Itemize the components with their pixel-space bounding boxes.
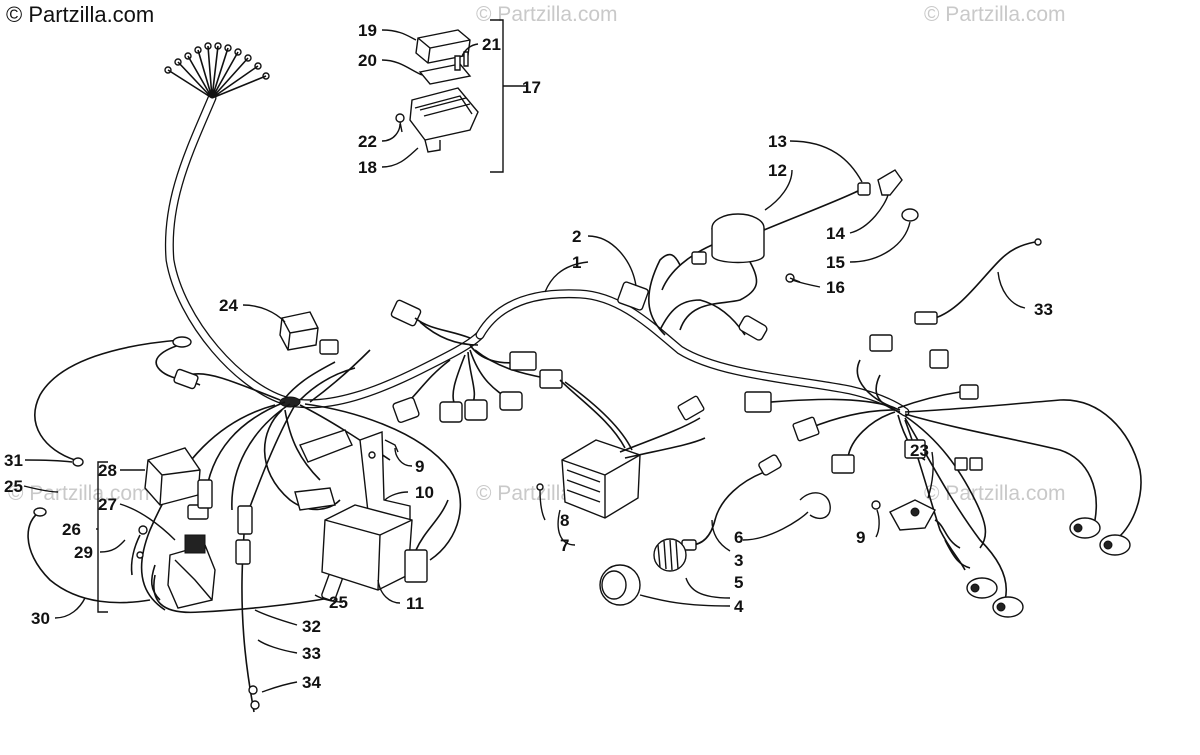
callout-21: 21	[482, 35, 501, 54]
callout-20: 20	[358, 51, 377, 70]
callout-33a: 33	[302, 644, 321, 663]
callout-15: 15	[826, 253, 845, 272]
callout-9b: 9	[856, 528, 865, 547]
watermark-main: © Partzilla.com	[6, 2, 155, 27]
callout-27: 27	[98, 495, 117, 514]
wire-33-right	[914, 238, 1042, 325]
ignition-coil-12	[661, 169, 919, 331]
callout-22: 22	[358, 132, 377, 151]
callout-19: 19	[358, 21, 377, 40]
callout-32: 32	[302, 617, 321, 636]
callout-17: 17	[522, 78, 541, 97]
callout-5: 5	[734, 573, 743, 592]
watermark: © Partzilla.com	[924, 482, 1066, 505]
callout-1: 1	[572, 253, 581, 272]
harness-connectors	[390, 299, 563, 424]
callout-29: 29	[74, 543, 93, 562]
callout-30: 30	[31, 609, 50, 628]
fuse-box-group	[395, 19, 504, 173]
plate-23	[871, 499, 961, 549]
main-wiring-harness	[164, 42, 910, 417]
connector-2	[617, 253, 768, 341]
callout-26: 26	[62, 520, 81, 539]
relay-bracket-group	[97, 447, 216, 613]
callout-33b: 33	[1034, 300, 1053, 319]
callout-28: 28	[98, 461, 117, 480]
callout-9a: 9	[415, 457, 424, 476]
callout-14: 14	[826, 224, 845, 243]
callout-23: 23	[910, 441, 929, 460]
callout-7: 7	[560, 536, 569, 555]
callout-31: 31	[4, 451, 23, 470]
callout-2: 2	[572, 227, 581, 246]
callout-4: 4	[734, 597, 744, 616]
callout-24: 24	[219, 296, 238, 315]
callout-11: 11	[406, 594, 424, 613]
callout-16: 16	[826, 278, 845, 297]
fuse-holder	[294, 429, 353, 511]
control-module-11	[321, 499, 449, 591]
callout-10: 10	[415, 483, 434, 502]
callout-leader-lines	[23, 29, 1026, 693]
right-harness-branches	[744, 334, 1142, 618]
callout-25b: 25	[329, 593, 348, 612]
watermark: © Partzilla.com	[476, 3, 618, 26]
callout-18: 18	[358, 158, 377, 177]
callout-8: 8	[560, 511, 569, 530]
callout-13: 13	[768, 132, 787, 151]
callout-6: 6	[734, 528, 743, 547]
voltage-regulator-7	[536, 379, 706, 519]
callout-labels: 1 2 3 4 5 6 7 8 9 9 10 11 12 13 14 15 16…	[4, 21, 1053, 692]
connector-25	[235, 505, 260, 710]
wire-30	[27, 507, 151, 604]
left-branch-wires	[140, 349, 462, 713]
callout-3: 3	[734, 551, 743, 570]
ground-wire-31	[34, 336, 201, 467]
relay-24	[279, 311, 339, 355]
switch-assembly	[599, 454, 831, 606]
watermark: © Partzilla.com	[8, 482, 150, 505]
callout-25a: 25	[4, 477, 23, 496]
callout-34: 34	[302, 673, 321, 692]
callout-12: 12	[768, 161, 787, 180]
watermark: © Partzilla.com	[924, 3, 1066, 26]
